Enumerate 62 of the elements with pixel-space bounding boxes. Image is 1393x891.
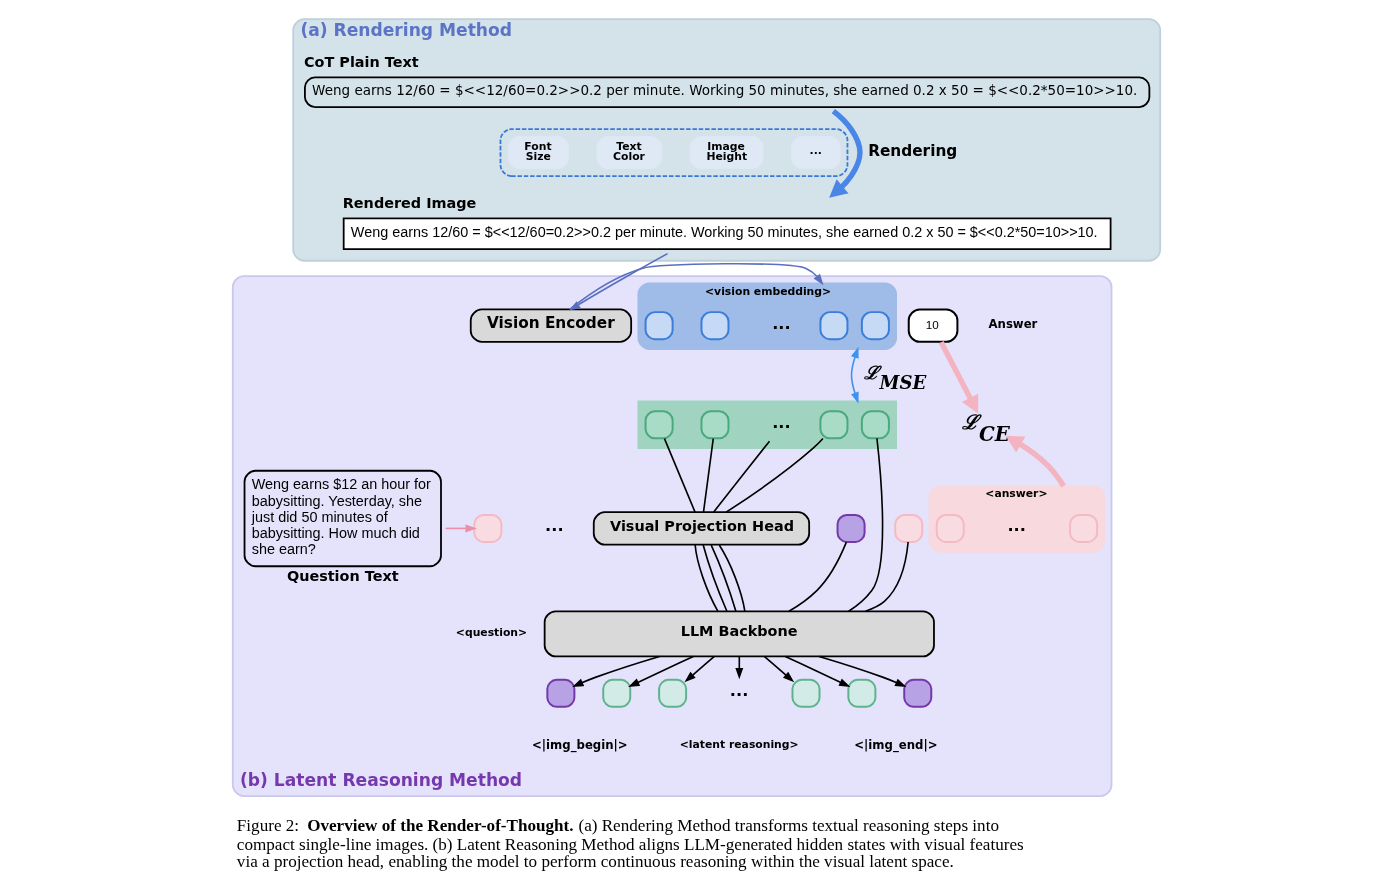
- arrow: [829, 109, 863, 198]
- node-label: CoT Plain Text: [304, 54, 419, 71]
- label: <latent reasoning>: [679, 738, 799, 752]
- node-text: ...: [772, 412, 791, 432]
- arrow: [572, 655, 661, 688]
- node-label: <|img_end|>: [854, 737, 938, 752]
- node-box: [1069, 513, 1099, 543]
- connector: [710, 544, 737, 613]
- node-box: [644, 410, 674, 440]
- connector: [718, 544, 746, 613]
- node-box: [700, 311, 730, 341]
- node-box: [602, 678, 632, 708]
- arrow: [628, 655, 695, 688]
- node-box: 10: [907, 308, 959, 343]
- node-box: LLM Backbone: [543, 610, 935, 658]
- label: ...: [772, 313, 791, 333]
- node-box: [546, 678, 576, 708]
- arrow: [444, 524, 477, 533]
- node-box: Vision Encoder: [469, 308, 633, 343]
- cluster: [637, 400, 897, 450]
- label: <question>: [455, 625, 528, 639]
- node-label: Question Text: [286, 568, 399, 585]
- arrow: [818, 655, 907, 688]
- caption: Figure 2: Overview of the Render-of-Thought. (a) Rendering Method transforms textual reasoning steps into compact single-line images. (b) Latent Reasoning Method aligns LLM-generated hidden states with visual features via a projection head, enabling the model to perform continuous reasoning within the visual latent space.: [236, 816, 1024, 872]
- arrow: [784, 655, 851, 688]
- arrow: [850, 346, 859, 404]
- arrow: [938, 340, 979, 414]
- node-box: [836, 513, 866, 543]
- connector: [864, 541, 909, 613]
- connector: [694, 544, 719, 613]
- arrow: [684, 655, 715, 683]
- node-box: [700, 410, 730, 440]
- node-box: [473, 513, 503, 543]
- arrow: [763, 655, 795, 683]
- node-box: [935, 513, 965, 543]
- node-label: Answer: [988, 316, 1038, 331]
- node-box: [847, 678, 877, 708]
- connector: [702, 437, 715, 513]
- node-box: [860, 311, 890, 341]
- arrow: [735, 655, 744, 680]
- label: ...: [1007, 516, 1026, 536]
- node-text: ...: [729, 681, 749, 701]
- node-box: [860, 410, 890, 440]
- connector: [725, 437, 824, 513]
- node-box: [791, 678, 821, 708]
- connector: [663, 437, 696, 513]
- connector: [847, 437, 884, 613]
- node-box: [894, 513, 924, 543]
- node-box: [644, 311, 674, 341]
- node-box: [819, 311, 849, 341]
- connector: [702, 544, 728, 613]
- node-box: [819, 410, 849, 440]
- cluster: [499, 128, 849, 177]
- node-label: <|img_begin|>: [532, 737, 628, 752]
- node-box: [903, 678, 933, 708]
- edge-label: Rendering: [868, 141, 958, 160]
- arrow: [1005, 435, 1066, 488]
- label: ...: [545, 516, 564, 536]
- node-label: Rendered Image: [342, 195, 477, 212]
- connector: [788, 541, 848, 613]
- node-box: [658, 678, 688, 708]
- node-box: Visual Projection Head: [592, 511, 811, 546]
